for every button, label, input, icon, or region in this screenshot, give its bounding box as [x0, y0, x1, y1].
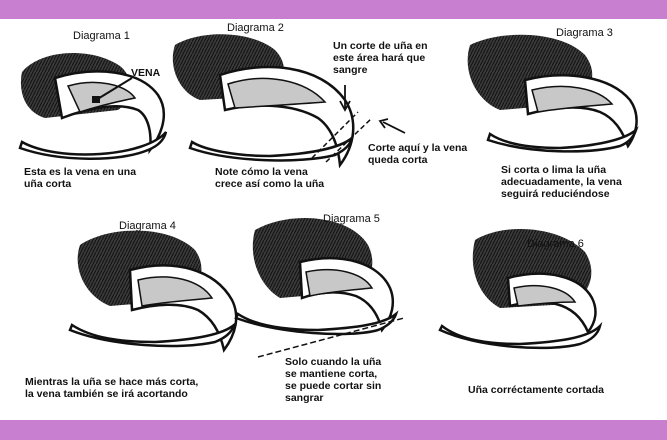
- diagram-6-caption: Uña corréctamente cortada: [468, 384, 604, 396]
- diagram-5-illustration: [234, 218, 405, 358]
- diagram-4-caption: Mientras la uña se hace más corta, la ve…: [25, 376, 199, 400]
- diagram-5-caption: Solo cuando la uña se mantiene corta, se…: [285, 356, 382, 404]
- diagram-6-title: Diagrama 6: [527, 238, 584, 250]
- illustration-layer: [18, 34, 639, 358]
- diagram-6-illustration: [438, 228, 603, 350]
- diagram-4-illustration: [68, 230, 238, 353]
- diagram-3-illustration: [467, 34, 639, 153]
- vena-label: VENA: [131, 67, 161, 79]
- bottom-border-band: [0, 420, 667, 440]
- diagram-1-caption: Esta es la vena en una uña corta: [24, 166, 137, 190]
- diagram-1-illustration: [18, 53, 168, 160]
- diagram-2-caption: Note cómo la vena crece así como la uña: [215, 166, 325, 190]
- diagram-1-title: Diagrama 1: [73, 30, 130, 42]
- diagram-4-title: Diagrama 4: [119, 220, 176, 232]
- diagram-2-title: Diagrama 2: [227, 22, 284, 34]
- diagram-3-title: Diagrama 3: [556, 27, 613, 39]
- cut-here-label: Corte aquí y la vena queda corta: [368, 142, 468, 166]
- bleed-warning-label: Un corte de uña en este área hará que sa…: [333, 40, 428, 76]
- diagram-3-caption: Si corta o lima la uña adecuadamente, la…: [501, 164, 622, 200]
- top-border-band: [0, 0, 667, 19]
- diagram-panel: Diagrama 1 Diagrama 2 Diagrama 3 Diagram…: [0, 19, 667, 420]
- diagram-5-title: Diagrama 5: [323, 213, 380, 225]
- diagram-2-illustration: [172, 34, 406, 169]
